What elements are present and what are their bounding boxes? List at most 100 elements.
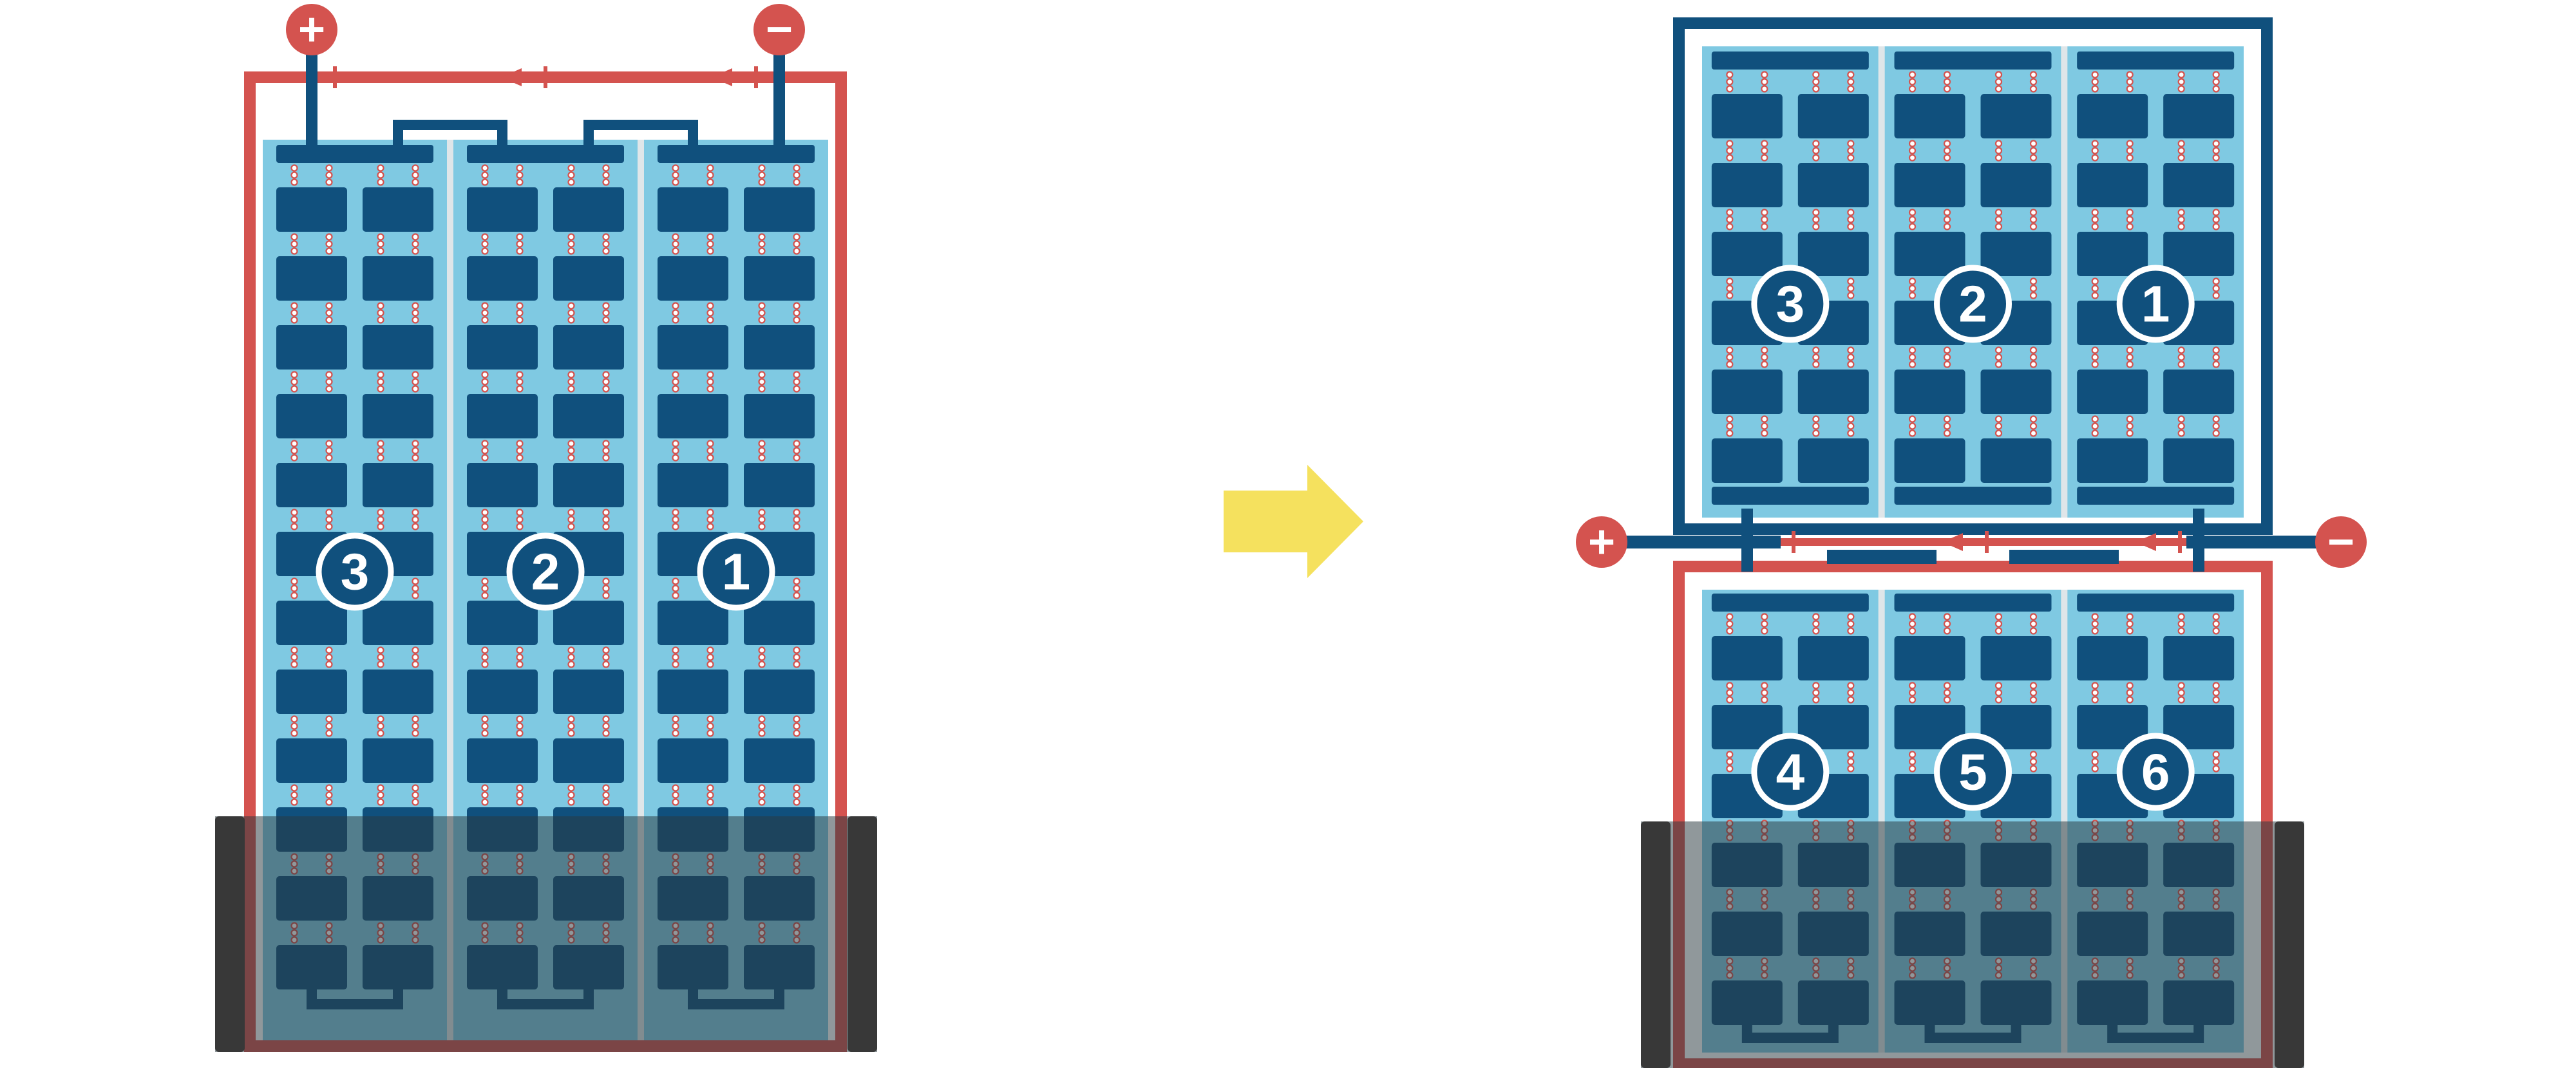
contact-dot [1943,620,1951,628]
solar-cell [363,463,433,507]
contact-dot [377,302,384,310]
contact-dot [706,715,714,723]
contact-dot [2177,415,2185,423]
contact-dot [2029,78,2038,86]
contact-dot [1761,147,1768,155]
solar-cell [553,256,624,301]
contact-dot [290,791,298,799]
contact-dot [516,247,524,255]
contact-dot [325,171,333,179]
contact-dot [2091,154,2099,162]
contact-dot [793,178,800,186]
contact-dot [2091,71,2099,79]
contact-dot [672,577,679,585]
contact-dot [2177,216,2185,223]
contact-dot [2126,415,2134,423]
contact-dot [567,316,575,324]
string-bottom-connector [2077,487,2235,505]
contact-dot [412,302,419,310]
contact-dot [1761,361,1768,368]
contact-dot [2177,429,2185,437]
solar-cell [658,601,728,645]
contact-dot [377,385,384,393]
contact-dot [2212,422,2220,430]
column-separator [2061,46,2068,518]
plus-terminal-circle [286,4,337,55]
contact-dot [2177,627,2185,635]
contact-dot [290,722,298,730]
current-arrow [712,68,732,86]
contact-dot [758,516,766,523]
contact-dot [1761,216,1768,223]
contact-dot [602,523,610,530]
contact-dot [481,722,489,730]
contact-dot [325,447,333,454]
solar-cell [658,463,728,507]
string-top-connector [1894,594,2052,612]
contact-dot [412,233,419,241]
string-top-connector [2077,594,2235,612]
contact-dot [758,240,766,248]
contact-dot [793,516,800,523]
contact-dot [706,240,714,248]
contact-dot [377,523,384,530]
string-top-connector [1894,52,2052,70]
contact-dot [290,240,298,248]
contact-dot [706,509,714,516]
contact-dot [1943,353,1951,361]
contact-dot [567,309,575,317]
contact-dot [2029,422,2038,430]
contact-dot [758,385,766,393]
contact-dot [481,729,489,737]
contact-dot [290,385,298,393]
contact-dot [2177,696,2185,704]
plus-terminal-circle [1576,516,1627,568]
contact-dot [1943,429,1951,437]
contact-dot [706,516,714,523]
contact-dot [602,447,610,454]
string-top-connector [2077,52,2235,70]
contact-dot [567,171,575,179]
wire-tick [1792,531,1795,553]
contact-dot [672,240,679,248]
contact-dot [377,440,384,447]
string-top-connector [1711,52,1869,70]
contact-dot [377,798,384,806]
contact-dot [1847,751,1855,758]
solar-cell [1894,636,1965,680]
column-separator [447,140,453,1040]
contact-dot [2212,292,2220,299]
contact-dot [1726,751,1734,758]
contact-dot [481,653,489,661]
contact-dot [1847,758,1855,765]
contact-dot [1761,353,1768,361]
contact-dot [2212,696,2220,704]
contact-dot [567,653,575,661]
contact-dot [1847,147,1855,155]
contact-dot [672,784,679,792]
contact-dot [1761,154,1768,162]
contact-dot [1847,223,1855,230]
contact-dot [1812,422,1820,430]
wire-tick [333,66,337,88]
contact-dot [290,729,298,737]
contact-dot [706,791,714,799]
contact-dot [1908,353,1917,361]
contact-dot [516,164,524,172]
contact-dot [2029,613,2038,621]
contact-dot [412,371,419,379]
contact-dot [516,447,524,454]
contact-dot [2212,751,2220,758]
contact-dot [2126,689,2134,697]
contact-dot [2126,209,2134,216]
contact-dot [290,164,298,172]
contact-dot [377,646,384,654]
contact-dot [412,316,419,324]
contact-dot [758,302,766,310]
contact-dot [1908,140,1917,147]
contact-dot [377,715,384,723]
contact-dot [1761,223,1768,230]
contact-dot [1943,154,1951,162]
contact-dot [1908,216,1917,223]
contact-dot [2177,353,2185,361]
